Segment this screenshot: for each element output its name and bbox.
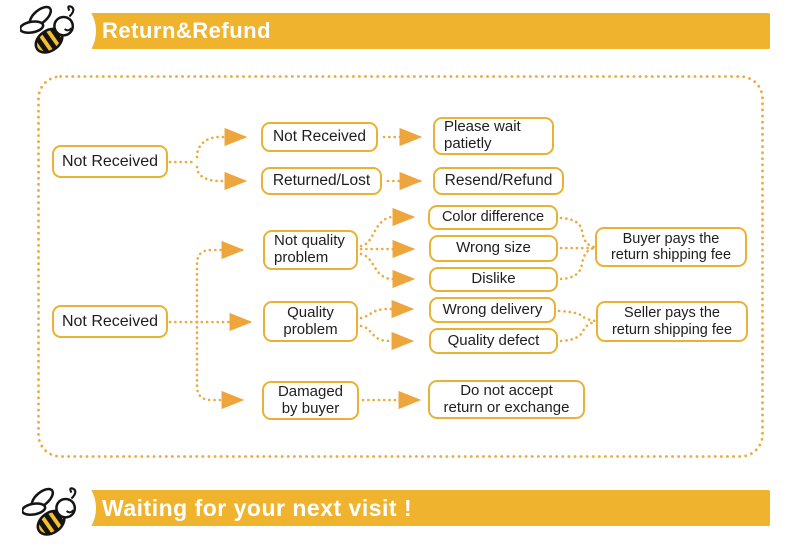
header-banner: Return&Refund: [58, 4, 770, 58]
page-title: Return&Refund: [102, 18, 272, 43]
flow-node-returned-lost: Returned/Lost: [261, 167, 382, 195]
flow-node-not-received-2: Not Received: [52, 305, 168, 338]
footer-message: Waiting for your next visit !: [102, 494, 413, 521]
flow-node-quality-defect: Quality defect: [429, 328, 558, 354]
bee-mascot-icon: [22, 483, 84, 543]
flow-node-wrong-delivery: Wrong delivery: [429, 297, 556, 323]
flow-node-not-received-1: Not Received: [52, 145, 168, 178]
flow-node-color-difference: Color difference: [428, 205, 558, 230]
flow-node-wrong-size: Wrong size: [429, 235, 558, 262]
flow-node-not-received-sub: Not Received: [261, 122, 378, 152]
footer-banner: Waiting for your next visit !: [58, 481, 770, 535]
flow-node-resend-refund: Resend/Refund: [433, 167, 564, 195]
flow-node-dislike: Dislike: [429, 267, 558, 292]
